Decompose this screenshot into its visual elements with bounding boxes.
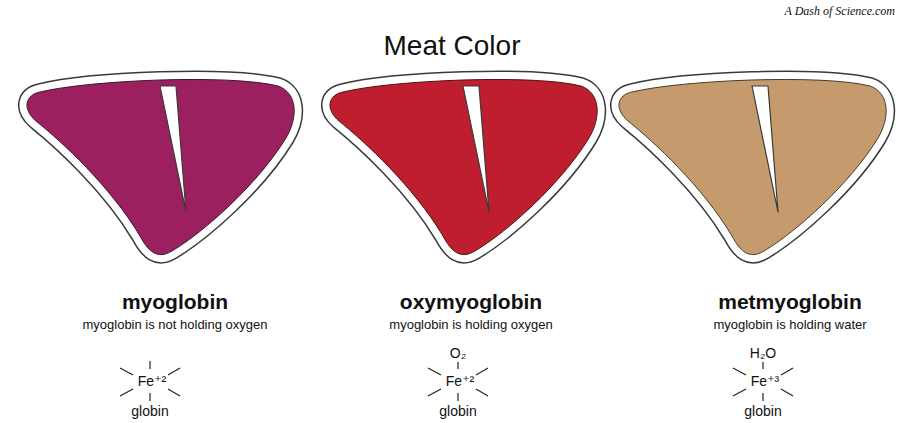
oxymyoglobin-steak xyxy=(330,79,597,254)
watermark: A Dash of Science.com xyxy=(785,5,895,19)
iron-ion: Fe⁺² xyxy=(446,373,474,389)
iron-ion: Fe⁺³ xyxy=(751,373,779,389)
globin-label: globin xyxy=(744,403,781,419)
myoglobin-steak xyxy=(27,79,294,254)
ligand-label: O₂ xyxy=(450,345,466,361)
state-description: myoglobin is holding water xyxy=(713,318,866,333)
globin-label: globin xyxy=(439,403,476,419)
state-description: myoglobin is holding oxygen xyxy=(389,318,552,333)
metmyoglobin-steak xyxy=(619,79,886,254)
globin-label: globin xyxy=(131,403,168,419)
state-name: metmyoglobin xyxy=(718,290,862,314)
bond-lines xyxy=(120,361,793,401)
state-name: myoglobin xyxy=(122,290,228,314)
state-description: myoglobin is not holding oxygen xyxy=(82,318,267,333)
ligand-label: H₂O xyxy=(750,345,776,361)
diagram-title: Meat Color xyxy=(384,30,521,62)
iron-ion: Fe⁺² xyxy=(138,373,166,389)
state-name: oxymyoglobin xyxy=(400,290,542,314)
